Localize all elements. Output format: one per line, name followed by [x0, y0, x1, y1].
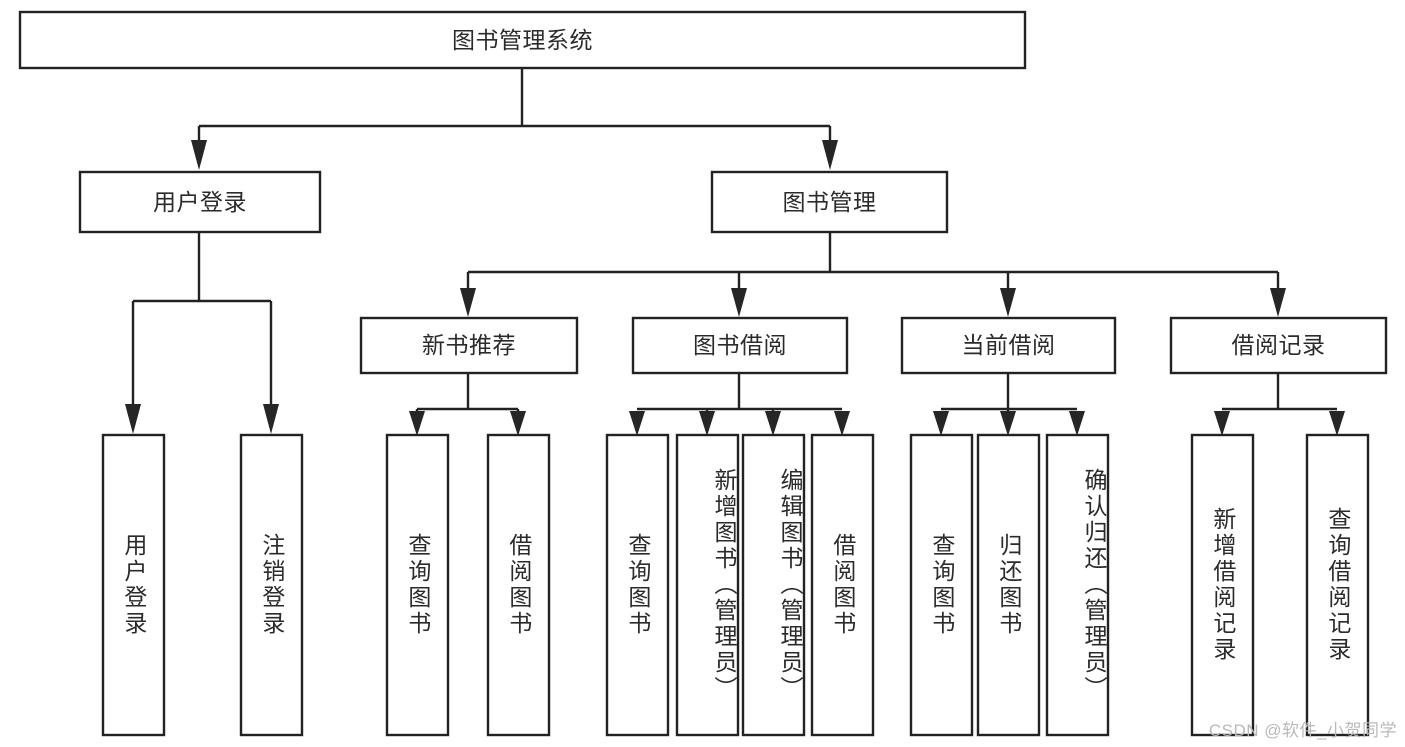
arrow-head-book-borrow [731, 288, 747, 317]
node-box-book-borrow[interactable] [631, 316, 849, 375]
node-box-leaf-add-record[interactable] [1190, 433, 1255, 737]
arrow-head-book-management [822, 140, 838, 170]
arrow-head-leaf-query-book-1 [409, 411, 425, 436]
node-box-leaf-user-login[interactable] [101, 433, 166, 737]
arrow-head-leaf-borrow-book-1 [510, 411, 526, 436]
arrow-head-new-book-recommend [460, 288, 476, 317]
node-box-leaf-borrow-book-1[interactable] [486, 433, 551, 737]
arrow-head-leaf-user-logout [263, 404, 279, 434]
arrow-head-leaf-user-login [125, 404, 141, 434]
node-box-user-login[interactable] [78, 170, 322, 234]
arrow-head-leaf-confirm-return [1069, 411, 1085, 436]
arrow-head-leaf-edit-book [765, 411, 781, 436]
arrow-head-borrow-record [1270, 288, 1286, 317]
arrow-head-leaf-add-book [699, 411, 715, 436]
arrow-head-leaf-borrow-book-2 [834, 411, 850, 436]
node-box-leaf-query-record[interactable] [1305, 433, 1370, 737]
node-box-borrow-record[interactable] [1169, 316, 1388, 375]
node-box-new-book-recommend[interactable] [359, 316, 579, 375]
arrow-head-leaf-query-record [1329, 411, 1345, 436]
node-box-root[interactable] [18, 10, 1027, 70]
node-box-leaf-borrow-book-2[interactable] [810, 433, 875, 737]
arrow-head-leaf-query-book-2 [629, 411, 645, 436]
arrow-head-user-login [191, 140, 207, 170]
node-box-leaf-edit-book[interactable] [741, 433, 806, 737]
watermark-text: CSDN @软件_小贺同学 [1208, 721, 1397, 740]
node-box-leaf-user-logout[interactable] [239, 433, 304, 737]
node-box-leaf-add-book[interactable] [675, 433, 740, 737]
node-box-leaf-query-book-1[interactable] [385, 433, 450, 737]
node-box-current-borrow[interactable] [900, 316, 1117, 375]
node-box-leaf-query-book-2[interactable] [605, 433, 670, 737]
node-box-book-management[interactable] [710, 170, 949, 234]
arrow-head-leaf-return-book [1000, 411, 1016, 436]
arrow-head-leaf-add-record [1214, 411, 1230, 436]
node-box-leaf-confirm-return[interactable] [1045, 433, 1110, 737]
node-box-leaf-return-book[interactable] [976, 433, 1041, 737]
node-box-leaf-query-book-3[interactable] [909, 433, 974, 737]
arrow-head-current-borrow [1000, 288, 1016, 317]
arrow-head-leaf-query-book-3 [933, 411, 949, 436]
